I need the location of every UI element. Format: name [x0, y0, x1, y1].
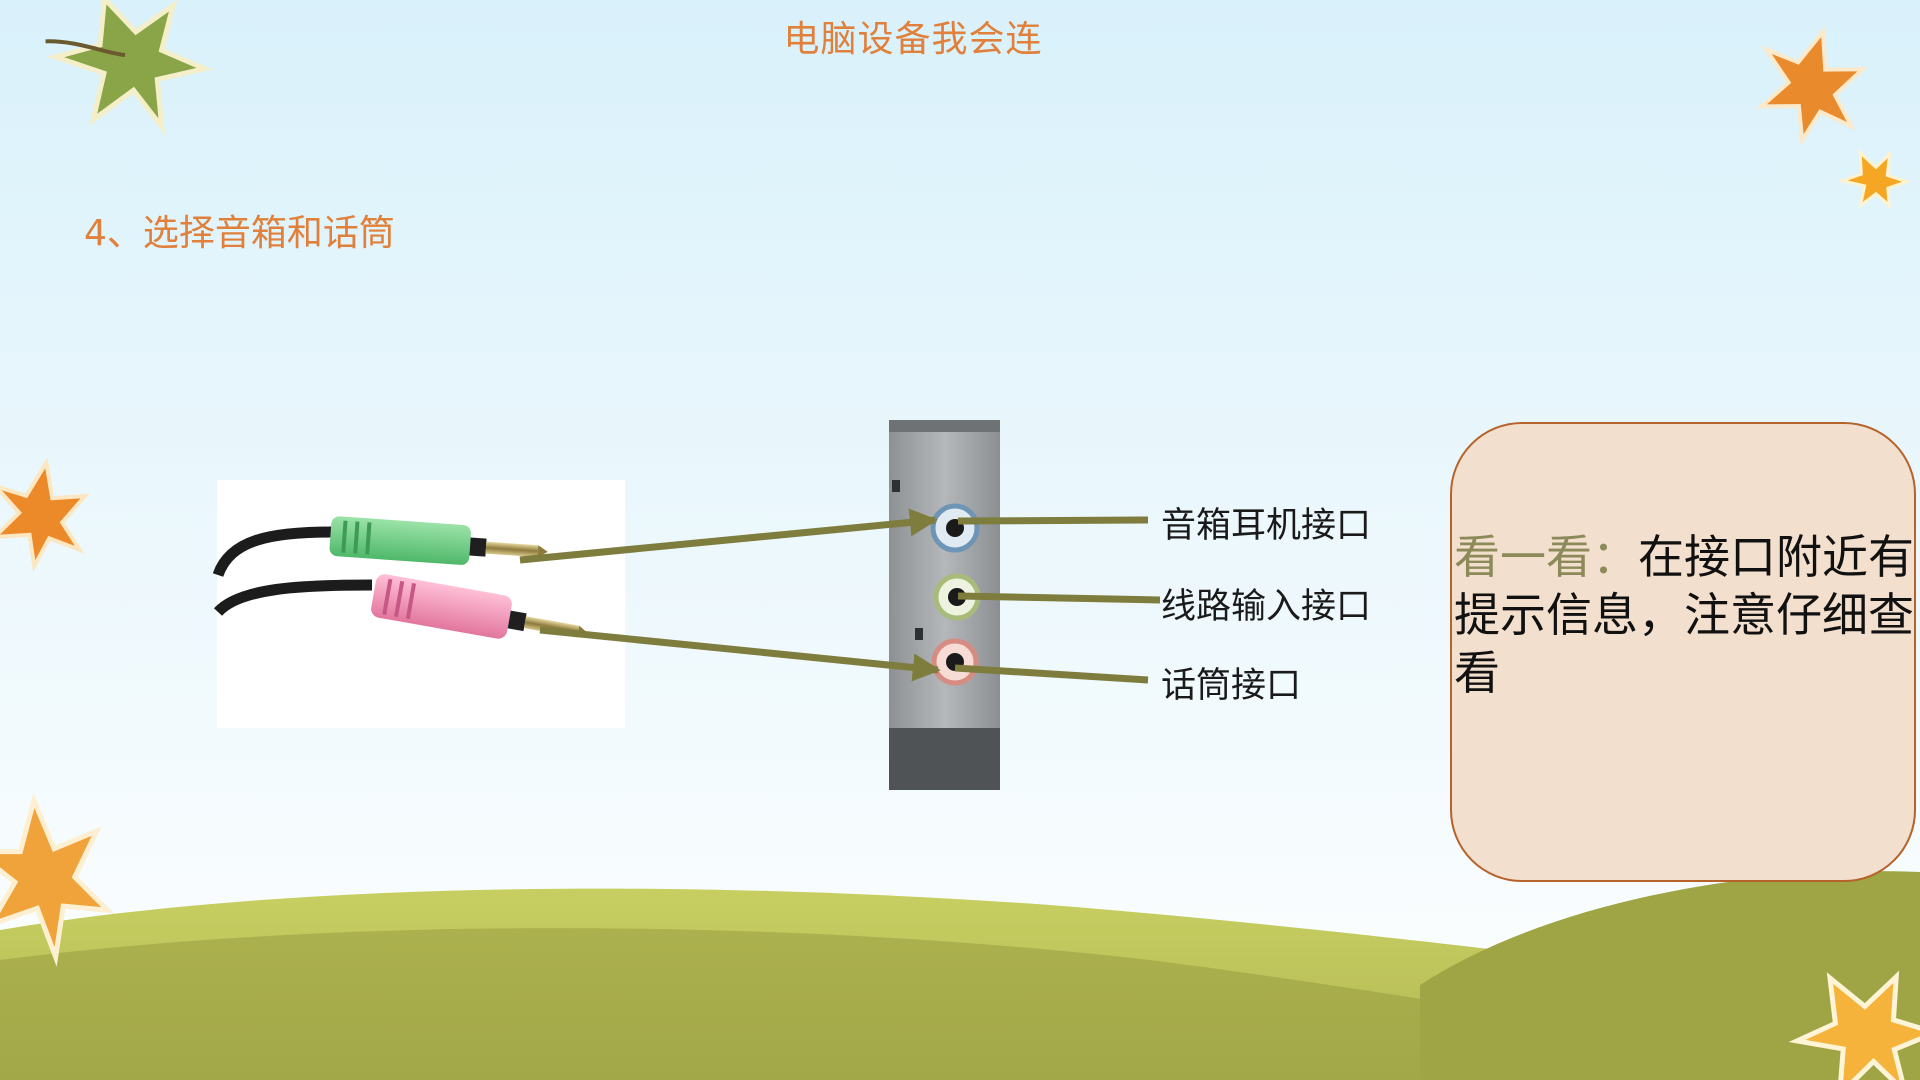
- maple-leaf-icon: [1836, 148, 1912, 210]
- plug-cable-bottom: [213, 579, 373, 617]
- maple-leaf-icon: [1756, 26, 1868, 147]
- maple-leaf-icon: [45, 0, 213, 136]
- audio-plug-photo: [212, 480, 625, 728]
- audio-jack-icon: [931, 638, 979, 686]
- page-title: 电脑设备我会连: [783, 19, 1043, 60]
- audio-jack-icon: [930, 503, 980, 553]
- maple-leaf-icon: [0, 792, 115, 967]
- plug-cable-top: [212, 526, 333, 578]
- pointer-line-line-in: [957, 592, 1161, 604]
- maple-leaf-icon: [1788, 970, 1920, 1080]
- maple-leaf-icon: [0, 457, 90, 573]
- label-line-in-port: 线路输入接口: [1161, 587, 1372, 627]
- arrow-pink-plug-to-mic: [539, 626, 941, 682]
- tip-body: 在接口附近有提示信息，注意仔细查看: [1454, 530, 1914, 700]
- audio-plug-icon: [329, 516, 548, 565]
- label-speaker-headphone-port: 音箱耳机接口: [1161, 506, 1372, 546]
- audio-port-panel: [889, 420, 1000, 790]
- tip-text: 看一看：在接口附近有提示信息，注意仔细查看: [1454, 528, 1914, 702]
- tip-callout-box: 看一看：在接口附近有提示信息，注意仔细查看: [1450, 422, 1916, 882]
- pointer-line-mic: [954, 664, 1149, 684]
- tip-lead: 看一看：: [1454, 530, 1638, 584]
- pointer-line-speaker: [957, 516, 1149, 525]
- arrow-green-plug-to-speaker: [519, 508, 938, 564]
- section-heading: 4、选择音箱和话筒: [84, 213, 395, 254]
- hill-right: [1420, 871, 1920, 1080]
- label-microphone-port: 话筒接口: [1161, 666, 1302, 706]
